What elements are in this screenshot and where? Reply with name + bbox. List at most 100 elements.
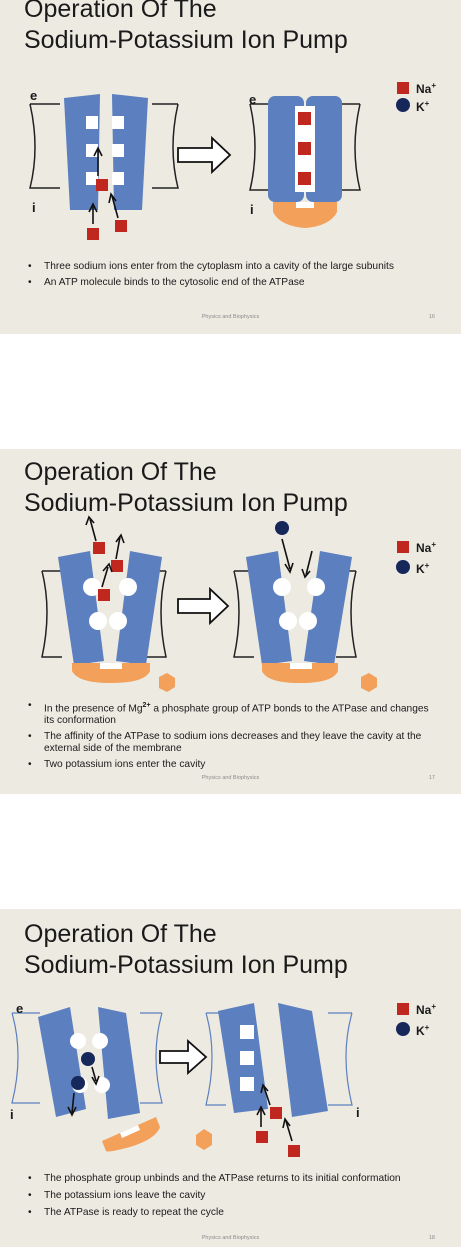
list-item: Two potassium ions enter the cavity (28, 759, 438, 771)
potassium-ion-icon (275, 521, 289, 535)
potassium-binding-site (307, 578, 325, 596)
membrane-outline (11, 1012, 163, 1104)
potassium-binding-site (279, 612, 297, 630)
footer-source: Physics and Biophysics (201, 775, 260, 781)
potassium-binding-site (109, 612, 127, 630)
atp-binding-notch (120, 1125, 140, 1138)
list-item: The affinity of the ATPase to sodium ion… (28, 731, 438, 755)
sodium-ion-icon (98, 589, 110, 601)
potassium-binding-site (273, 578, 291, 596)
arrow-right-hollow-icon (177, 586, 230, 626)
title-line-1: Operation Of The (24, 0, 217, 23)
legend-potassium-label: K+ (416, 561, 430, 576)
potassium-binding-site (299, 612, 317, 630)
sodium-ion-icon (397, 82, 409, 94)
ion-movement-arrow (256, 1105, 266, 1127)
sodium-ion-icon (298, 142, 311, 155)
pump-diagram-step-3: e i i Na+ K+ (10, 1001, 436, 1157)
binding-site (112, 172, 124, 185)
sodium-ion-icon (96, 179, 108, 191)
list-item: Three sodium ions enter from the cytopla… (28, 261, 438, 273)
extracellular-label: e (16, 1001, 23, 1016)
page-number: 16 (428, 314, 435, 320)
membrane-outline (205, 1012, 353, 1106)
bullet-list: In the presence of Mg2+ a phosphate grou… (28, 700, 438, 775)
legend-sodium-label: Na+ (416, 81, 436, 96)
membrane-outline (233, 570, 357, 658)
protein-subunit-left (246, 551, 292, 665)
title-line-2: Sodium-Potassium Ion Pump (24, 951, 348, 979)
ion-movement-arrow (281, 538, 294, 574)
ion-movement-arrow (93, 146, 103, 176)
potassium-ion-icon (81, 1052, 95, 1066)
atp-binding-notch (290, 663, 312, 669)
pump-diagram-step-1: e i e i Na+ K+ (29, 81, 436, 240)
membrane-outline (29, 103, 179, 189)
sodium-ion-icon (397, 1003, 409, 1015)
intracellular-label: i (356, 1105, 360, 1120)
ion-movement-arrow (108, 192, 119, 219)
binding-site (240, 1077, 254, 1091)
ion-movement-arrow (101, 562, 113, 588)
ion-movement-arrow (88, 202, 98, 224)
title-line-1: Operation Of The (24, 458, 217, 486)
atp-molecule (262, 663, 338, 683)
atp-molecule (273, 202, 337, 228)
slide-title: Operation Of The Sodium-Potassium Ion Pu… (24, 457, 348, 519)
potassium-binding-site (94, 1077, 110, 1093)
binding-site (112, 116, 124, 129)
bullet-list: The phosphate group unbinds and the ATPa… (28, 1171, 438, 1222)
atp-detached (102, 1117, 160, 1152)
atp-molecule (72, 663, 150, 683)
slide-17: Operation Of The Sodium-Potassium Ion Pu… (0, 449, 461, 794)
binding-site (240, 1025, 254, 1039)
binding-site (86, 116, 98, 129)
intracellular-label: i (250, 202, 254, 217)
footer-source: Physics and Biophysics (201, 1235, 260, 1241)
potassium-ion-icon (396, 98, 410, 112)
protein-subunit-right (278, 1003, 328, 1117)
legend-potassium-label: K+ (416, 1023, 430, 1038)
sodium-ion-icon (87, 228, 99, 240)
phosphate-group-icon (361, 673, 377, 692)
potassium-ion-icon (71, 1076, 85, 1090)
intracellular-label: i (10, 1107, 14, 1122)
sodium-ion-icon (115, 220, 127, 232)
list-item: An ATP molecule binds to the cytosolic e… (28, 277, 438, 289)
sodium-ion-icon (298, 112, 311, 125)
slide-18: Operation Of The Sodium-Potassium Ion Pu… (0, 909, 461, 1247)
intracellular-label: i (32, 200, 36, 215)
extracellular-label: e (249, 92, 256, 107)
ion-movement-arrow (260, 1083, 271, 1106)
sodium-ion-icon (111, 560, 123, 572)
protein-subunit-right (304, 551, 352, 665)
phosphate-group-icon (159, 673, 175, 692)
binding-site (86, 172, 98, 185)
title-line-1: Operation Of The (24, 920, 217, 948)
page-number: 18 (428, 1235, 435, 1241)
potassium-binding-site (119, 578, 137, 596)
list-item: The potassium ions leave the cavity (28, 1188, 438, 1203)
extracellular-label: e (30, 88, 37, 103)
membrane-outline (249, 103, 361, 191)
potassium-ion-icon (396, 1022, 410, 1036)
ion-movement-arrow (67, 1092, 77, 1117)
slide-title: Operation Of The Sodium-Potassium Ion Pu… (24, 0, 348, 56)
potassium-binding-site (83, 578, 101, 596)
sodium-ion-icon (256, 1131, 268, 1143)
slide-title: Operation Of The Sodium-Potassium Ion Pu… (24, 919, 348, 981)
protein-subunit-left (38, 1007, 86, 1117)
potassium-binding-site (89, 612, 107, 630)
ion-movement-arrow (85, 515, 97, 542)
ion-movement-arrow (282, 1117, 293, 1142)
list-item: The ATPase is ready to repeat the cycle (28, 1205, 438, 1220)
atp-binding-notch (100, 663, 122, 669)
title-line-2: Sodium-Potassium Ion Pump (24, 489, 348, 517)
title-line-2: Sodium-Potassium Ion Pump (24, 26, 348, 54)
phosphate-group-icon (196, 1129, 212, 1150)
sodium-ion-icon (270, 1107, 282, 1119)
sodium-ion-icon (93, 542, 105, 554)
protein-subunit-right (98, 1007, 140, 1119)
potassium-ion-icon (396, 560, 410, 574)
sodium-ion-icon (397, 541, 409, 553)
